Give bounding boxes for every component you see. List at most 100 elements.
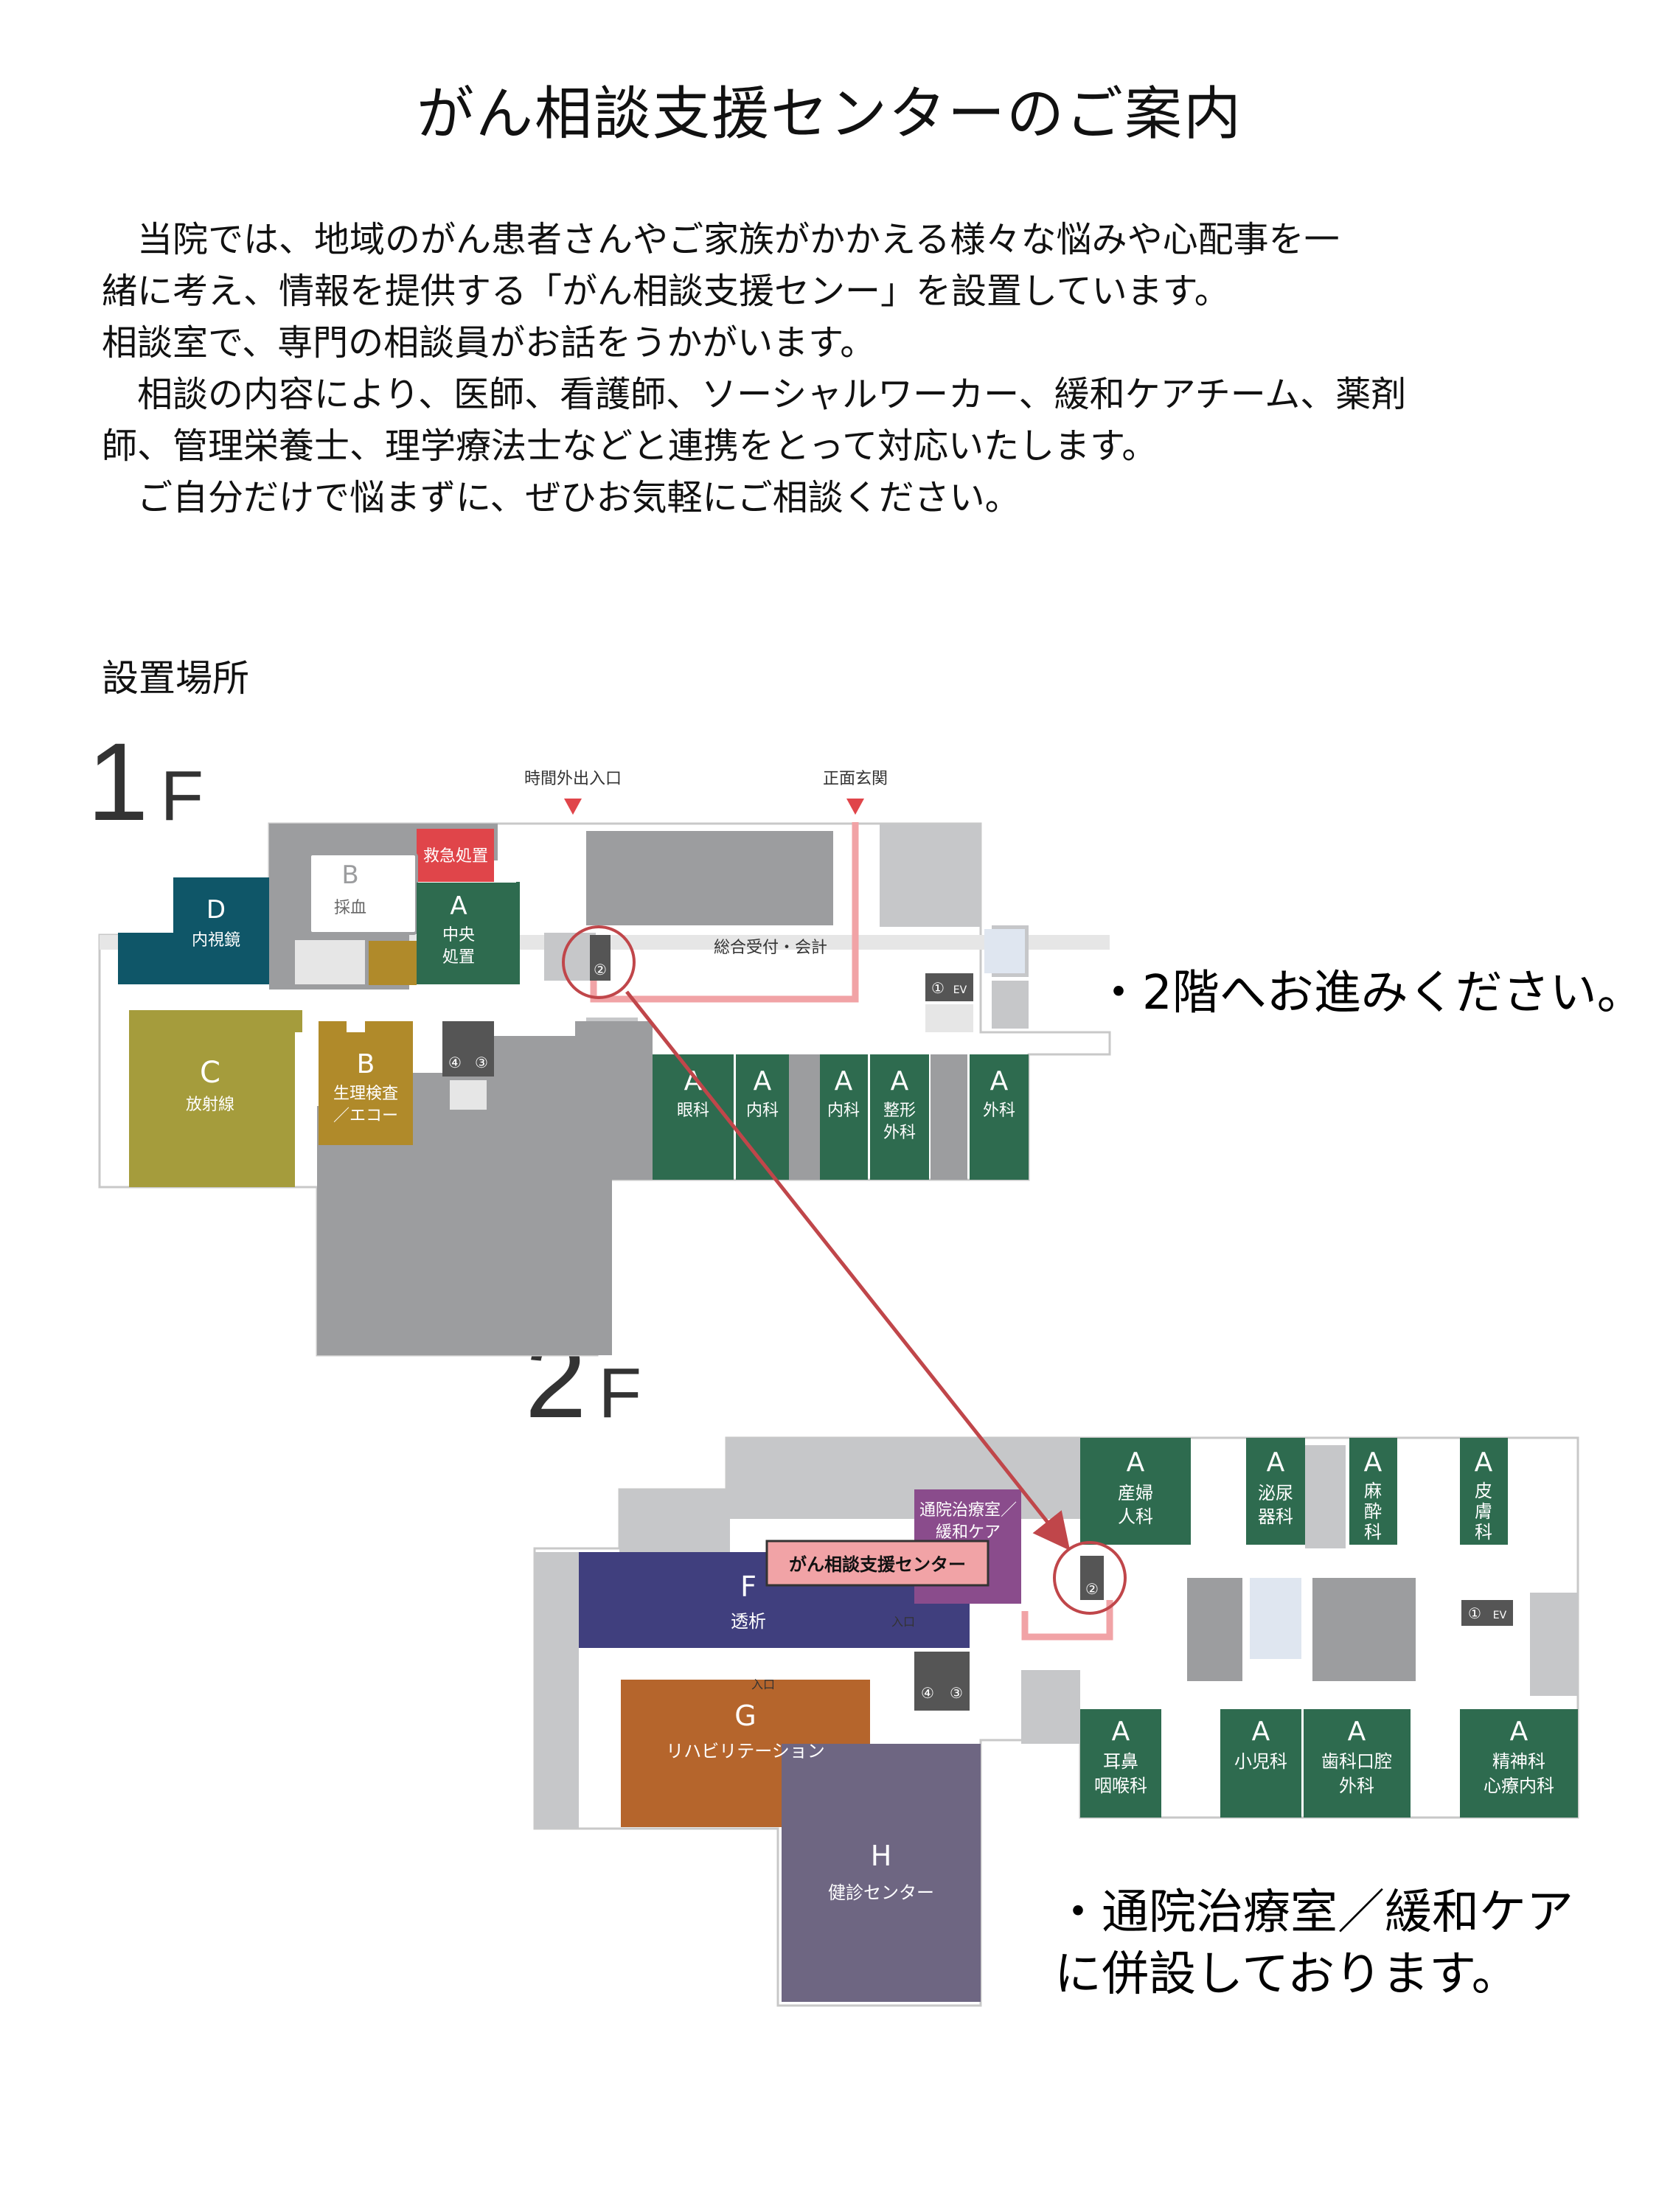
room-a-obgyn-letter: A [1127, 1447, 1145, 1478]
elevator-block-43-2f [914, 1652, 970, 1711]
room-a-derm[interactable] [1460, 1438, 1508, 1545]
note-floor-2-line2: に併設しております。 [1054, 1947, 1519, 2002]
room-a-int1[interactable] [736, 1054, 789, 1180]
floor-2-block [1187, 1578, 1242, 1681]
room-a-dent[interactable] [1304, 1709, 1411, 1818]
room-outpatient-name1: 通院治療室／ [919, 1501, 1017, 1520]
room-b-test-name2: ／エコー [333, 1107, 398, 1125]
room-a-anes-name2: 酔 [1364, 1501, 1382, 1522]
room-a-uro-name1: 泌尿 [1258, 1483, 1293, 1503]
room-a-obgyn[interactable] [1080, 1438, 1191, 1545]
room-g-letter: G [734, 1700, 756, 1732]
room-d[interactable] [118, 877, 269, 984]
room-a-anes-name3: 科 [1364, 1522, 1382, 1543]
room-b-test[interactable] [319, 1021, 413, 1145]
elevator-1-2f [1461, 1600, 1513, 1626]
room-a-derm-name1: 皮 [1475, 1481, 1492, 1501]
room-b-blood-name: 採血 [334, 899, 366, 917]
room-a-ortho[interactable] [870, 1054, 929, 1180]
room-b-blood-base[interactable] [369, 941, 417, 985]
floor-2-map: がん相談支援センター F 透析 通院治療室／ 緩和ケア G リハビリテーション … [533, 1436, 1579, 2007]
elevator-3-label: ③ [475, 1054, 488, 1071]
reception-label: 総合受付・会計 [714, 939, 827, 957]
elevator-4-label: ④ [448, 1054, 462, 1071]
elevator-2-2f-label: ② [1085, 1580, 1099, 1598]
intro-line: 当院では、地域のがん患者さんやご家族がかかえる様々な悩みや心配事を一 [102, 219, 1340, 260]
room-h[interactable] [782, 1744, 981, 2002]
room-a-ent[interactable] [1080, 1709, 1161, 1818]
room-a-central[interactable] [417, 881, 520, 984]
floor-2-unit: F [598, 1354, 642, 1433]
room-a-dent-name1: 歯科口腔 [1321, 1751, 1392, 1772]
intro-line: 相談の内容により、医師、看護師、ソーシャルワーカー、緩和ケアチーム、薬剤 [102, 374, 1407, 415]
room-a-anes-name1: 麻 [1364, 1481, 1382, 1501]
room-h-letter: H [871, 1840, 892, 1872]
room-a-central-name1: 中央 [442, 926, 475, 945]
room-a-derm-name3: 科 [1475, 1522, 1492, 1543]
room-a-derm-letter: A [1475, 1447, 1493, 1478]
floor-2-block [1021, 1670, 1080, 1744]
intro-line: ご自分だけで悩まずに、ぜひお気軽にご相談ください。 [102, 477, 1020, 518]
room-a-anes-letter: A [1364, 1447, 1382, 1478]
room-gap [931, 1054, 967, 1180]
entrance-label-2f: 入口 [891, 1615, 915, 1629]
room-a-surg-letter: A [990, 1066, 1009, 1096]
room-a-ortho-letter: A [891, 1066, 909, 1096]
intro-line: 相談室で、専門の相談員がお話をうかがいます。 [102, 322, 876, 364]
room-emergency[interactable] [417, 829, 494, 882]
floor-1-toilets-east [984, 929, 1025, 973]
note-floor-2-line1: ・通院治療室／緩和ケア [1054, 1885, 1573, 1940]
center-label-box[interactable] [765, 1540, 990, 1587]
room-a-surg[interactable] [970, 1054, 1029, 1180]
room-a-dent-name2: 外科 [1339, 1775, 1374, 1796]
room-a-psy[interactable] [1460, 1709, 1578, 1818]
room-a-int1-letter: A [754, 1066, 772, 1096]
floor-1-block [880, 824, 981, 927]
main-entrance-label: 正面玄関 [823, 770, 888, 788]
intro-line: 師、管理栄養士、理学療法士などと連携をとって対応いたします。 [102, 425, 1158, 467]
room-a-uro[interactable] [1246, 1438, 1305, 1545]
elevator-highlight-1f [562, 925, 636, 999]
room-a-ped-letter: A [1252, 1717, 1270, 1747]
elevator-3-2f-label: ③ [950, 1684, 963, 1702]
elevator-2 [590, 935, 611, 981]
room-a-ent-name1: 耳鼻 [1103, 1751, 1138, 1772]
room-a-int2-letter: A [835, 1066, 853, 1096]
floor-1-unit: F [160, 757, 204, 835]
elevator-block-43 [442, 1021, 494, 1077]
elevator-ev-2f-label: EV [1493, 1610, 1507, 1621]
room-a-eye-name: 眼科 [677, 1102, 709, 1120]
floor-2-block [1305, 1445, 1346, 1548]
room-a-central-letter: A [450, 891, 467, 921]
room-a-derm-name2: 膚 [1475, 1501, 1492, 1522]
room-b-blood[interactable] [308, 852, 418, 935]
floor-1-block [317, 1021, 612, 1355]
floor-1-map: 救急処置 D 内視鏡 B 採血 A 中央 処置 C 放射線 B 生理検査 ／エコ… [98, 770, 1111, 1357]
room-a-surg-name: 外科 [983, 1102, 1015, 1120]
floor-2-block [1530, 1593, 1578, 1696]
room-h-name: 健診センター [828, 1882, 934, 1903]
room-a-anes[interactable] [1349, 1438, 1397, 1545]
room-a-ped[interactable] [1220, 1709, 1301, 1818]
room-a-dent-letter: A [1348, 1717, 1366, 1747]
floor-2-block [1312, 1578, 1416, 1681]
room-a-obgyn-name1: 産婦 [1118, 1483, 1153, 1503]
floor-2-block [535, 1552, 579, 1829]
room-c[interactable] [129, 1010, 302, 1187]
room-a-int1-name: 内科 [746, 1102, 779, 1120]
room-a-obgyn-name2: 人科 [1118, 1506, 1153, 1527]
room-f-name: 透析 [731, 1611, 766, 1632]
room-a-int2[interactable] [820, 1054, 868, 1180]
elevator-4-2f-label: ④ [921, 1684, 934, 1702]
room-d-letter: D [206, 895, 226, 925]
center-label: がん相談支援センター [789, 1554, 966, 1575]
room-a-ped-name: 小児科 [1234, 1751, 1287, 1772]
room-a-psy-name2: 心療内科 [1484, 1775, 1554, 1796]
room-a-uro-letter: A [1267, 1447, 1285, 1478]
location-label: 設置場所 [102, 657, 249, 700]
floor-connect-arrow [625, 990, 1071, 1551]
stairs [925, 1004, 973, 1032]
room-b-test-name1: 生理検査 [333, 1085, 398, 1103]
